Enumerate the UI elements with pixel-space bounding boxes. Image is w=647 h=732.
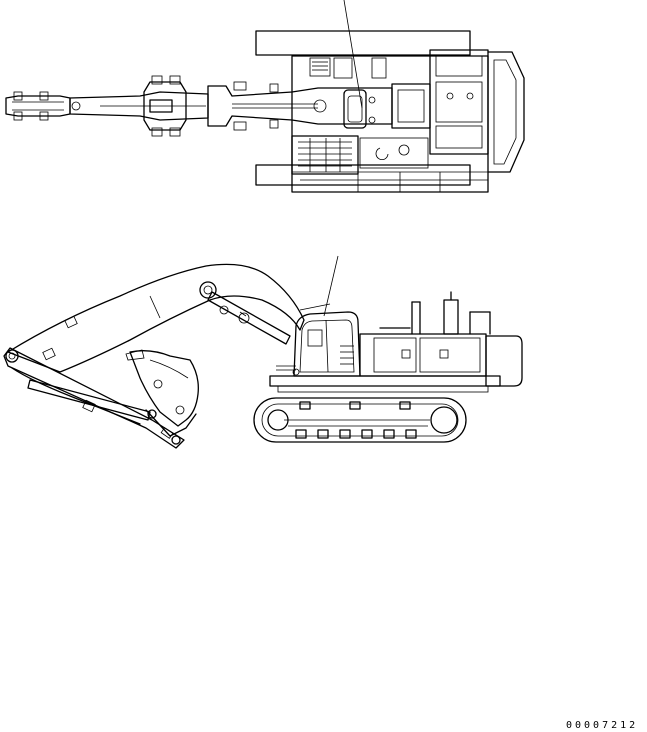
side-view-track xyxy=(253,397,467,443)
top-view-cab xyxy=(291,135,359,175)
side-view-boom xyxy=(7,263,305,373)
side-view-handrails xyxy=(379,291,491,335)
top-view-track-upper xyxy=(255,30,471,56)
side-view-boom-cylinder xyxy=(207,291,291,345)
drawing-number: 00007212 xyxy=(566,720,639,731)
top-view-track-lower xyxy=(255,164,471,186)
top-view-boom-foot xyxy=(343,89,367,129)
top-view-arm xyxy=(69,91,209,121)
side-view-track-rollers xyxy=(295,401,417,439)
side-view-idler-wheel xyxy=(430,406,458,434)
side-view-excavator xyxy=(3,255,523,449)
side-view-boom-pin xyxy=(199,281,217,299)
side-view-cab xyxy=(293,311,361,377)
side-view-counterweight xyxy=(485,335,523,387)
side-view-bucket xyxy=(129,350,199,427)
top-view-excavator xyxy=(5,0,525,193)
top-view-boom-pin xyxy=(313,99,327,113)
side-view-arm-pin xyxy=(5,349,19,363)
top-view-boom xyxy=(207,85,393,127)
side-view-arm xyxy=(3,347,185,449)
top-view-bucket xyxy=(5,95,71,117)
top-view-leader-line xyxy=(343,0,363,109)
top-view-counterweight xyxy=(487,51,525,173)
top-view-engine-hood xyxy=(429,49,489,155)
side-view-arm-cylinder xyxy=(27,379,151,421)
side-view-leader-line xyxy=(323,255,339,317)
side-view-upper-body xyxy=(359,333,487,377)
side-view-deck xyxy=(269,375,501,387)
